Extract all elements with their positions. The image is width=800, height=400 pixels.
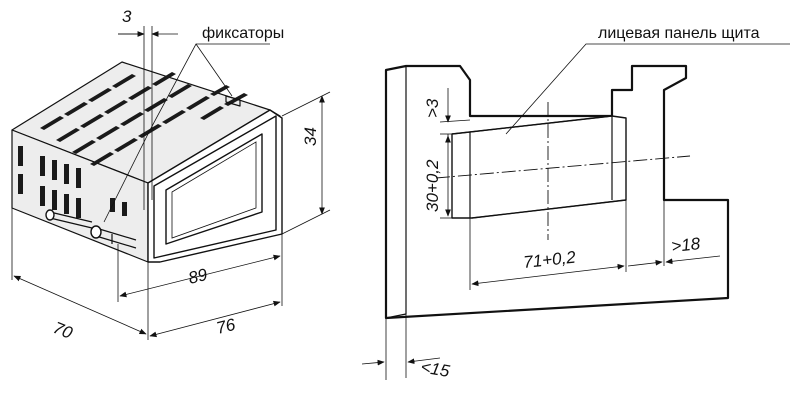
dim-width-label: 70 xyxy=(51,318,76,343)
dim-cutout-height-label: 30+0,2 xyxy=(423,159,442,212)
dim-panel-thickness-label: <15 xyxy=(419,357,451,381)
dim-height-label: 34 xyxy=(301,127,320,146)
latch-left xyxy=(45,209,93,229)
front-panel-label: лицевая панель щита xyxy=(598,25,760,42)
latch-top xyxy=(225,95,241,107)
front-panel-leader xyxy=(505,43,790,135)
panel-front-edge xyxy=(385,65,407,319)
latch-front xyxy=(90,225,137,249)
panel-cutout-view: лицевая панель щита >3 30+0,2 71+0,2 >18… xyxy=(361,25,790,381)
device-isometric-view: фиксаторы 3 34 89 70 76 xyxy=(11,7,331,343)
latches-leader-1 xyxy=(103,43,270,223)
device-display-window xyxy=(165,133,263,245)
panel-outline xyxy=(384,64,730,320)
dim-margin-top-label: >3 xyxy=(423,98,442,118)
dim-cutout-width-label: 71+0,2 xyxy=(522,248,577,272)
latches-label: фиксаторы xyxy=(202,25,284,42)
dim-margin-right-label: >18 xyxy=(670,234,701,256)
latches-leader-2 xyxy=(195,43,233,97)
dim-front-label: 76 xyxy=(214,315,237,338)
centerline-horizontal xyxy=(435,155,691,179)
dim-depth-label: 89 xyxy=(186,265,209,288)
device-display-inner xyxy=(171,141,257,239)
dim-latch-gap-label: 3 xyxy=(122,7,132,26)
